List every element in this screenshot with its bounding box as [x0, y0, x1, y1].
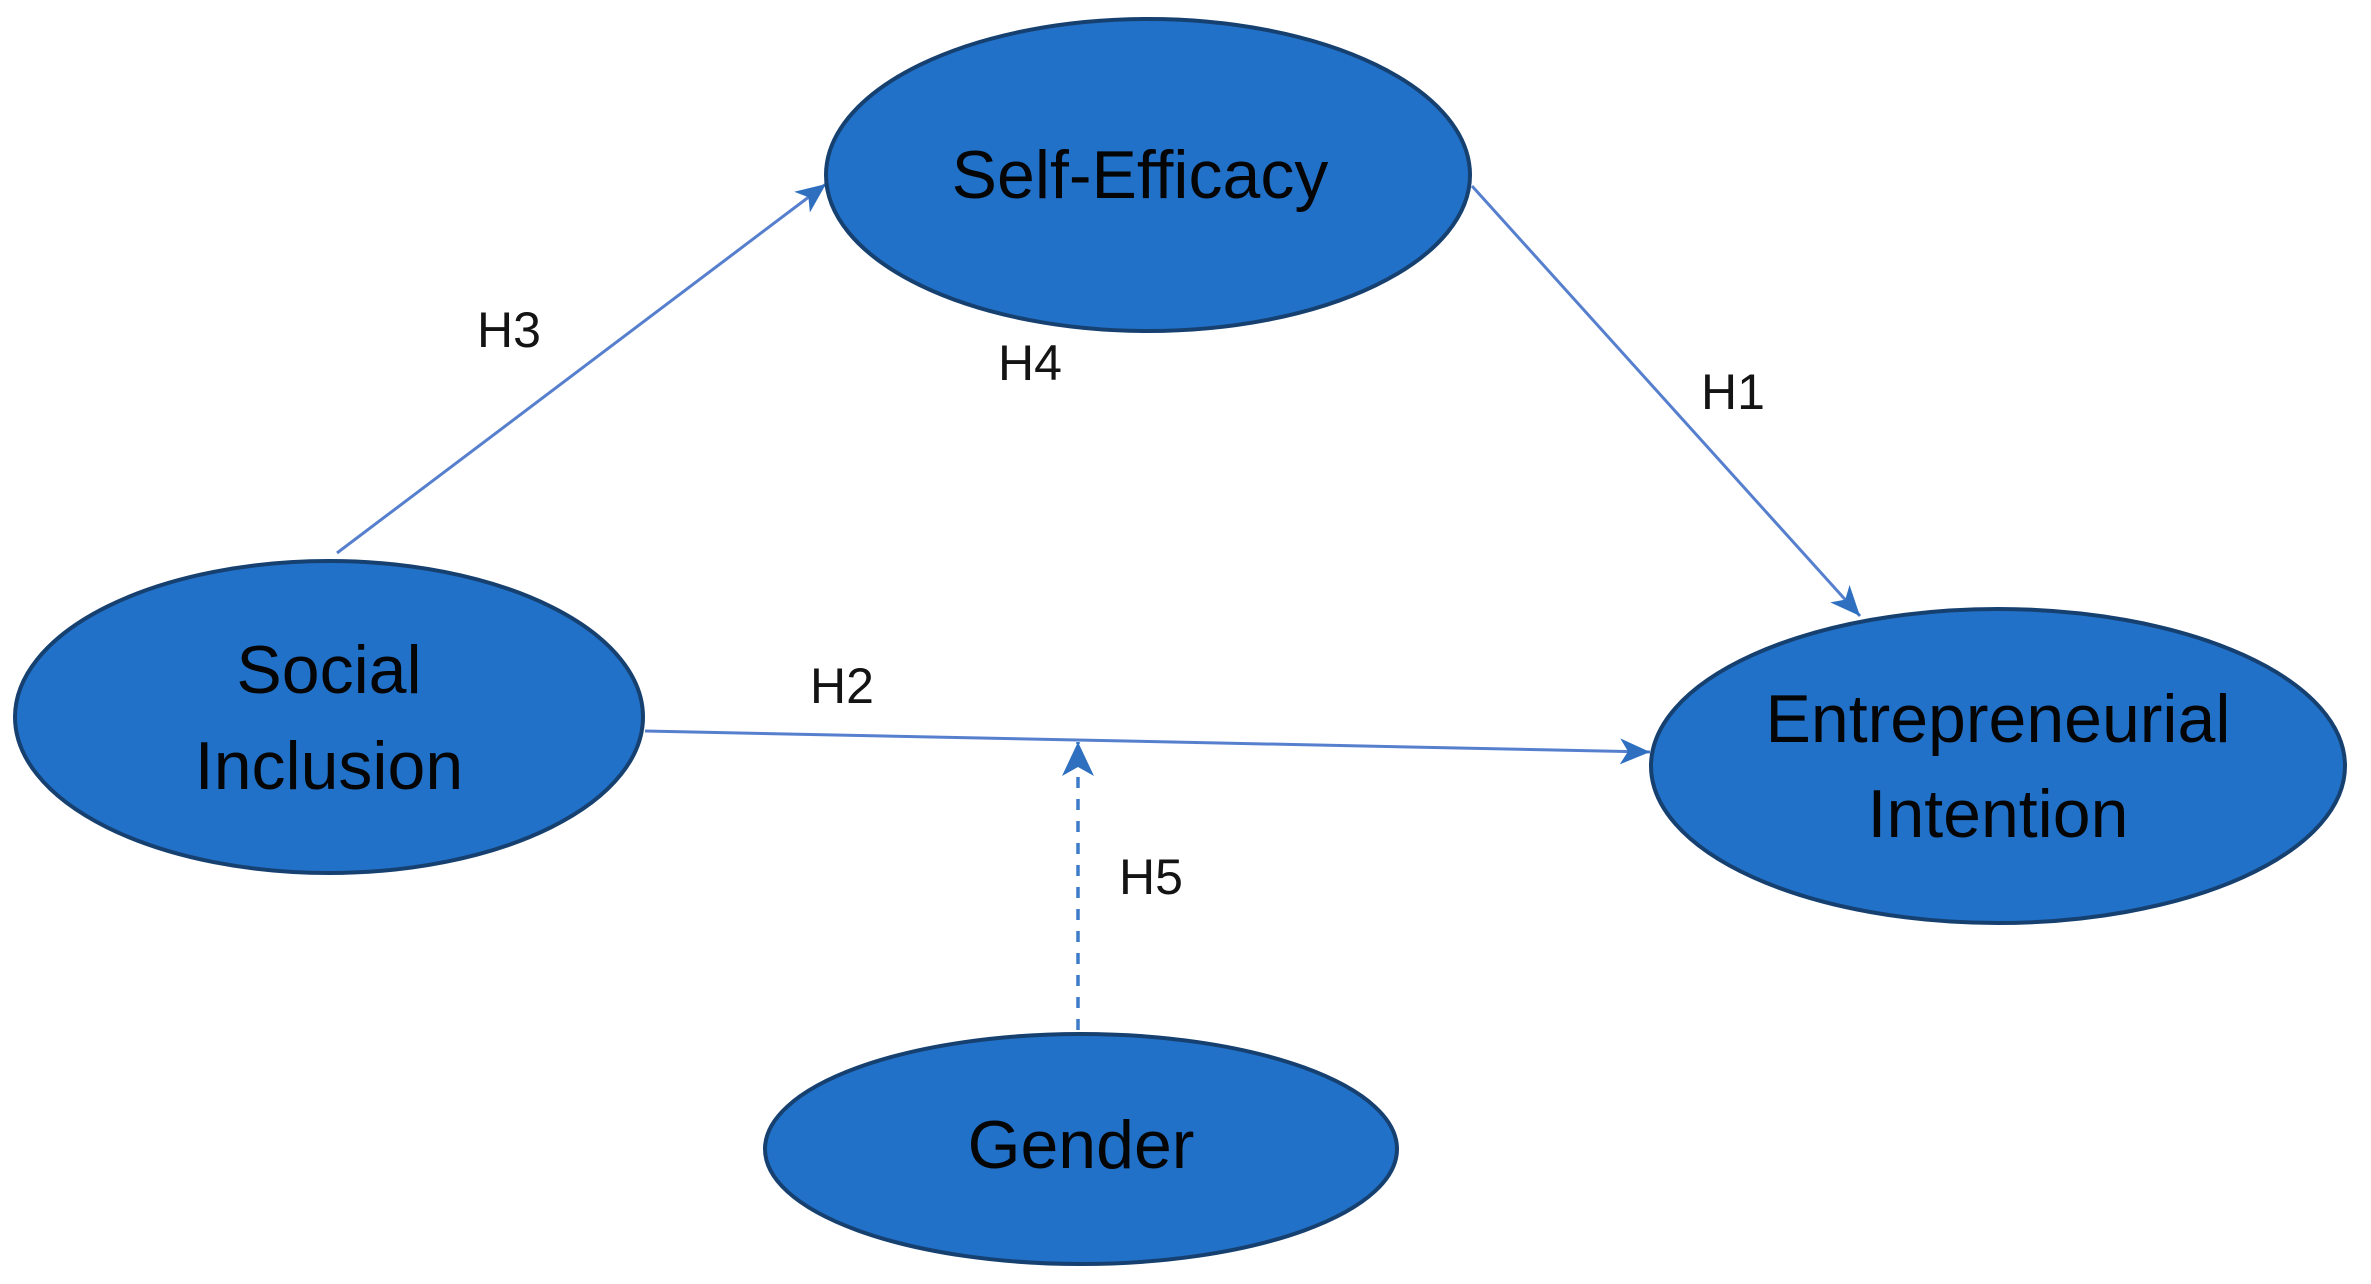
node-ellipse-self-efficacy	[824, 17, 1472, 333]
node-label-self-efficacy: Self-Efficacy	[952, 137, 1329, 213]
label-h4: H4	[998, 335, 1062, 391]
node-social-inclusion: Social Inclusion	[13, 559, 645, 875]
node-ellipse-gender	[763, 1032, 1399, 1266]
label-h5: H5	[1119, 849, 1183, 905]
edge-h1-self-efficacy-to-entrepreneurial-intention	[1470, 184, 1862, 618]
node-gender: Gender	[763, 1032, 1399, 1266]
node-self-efficacy: Self-Efficacy	[824, 17, 1472, 333]
node-label-gender: Gender	[968, 1107, 1195, 1183]
node-ellipse-social-inclusion	[13, 559, 645, 875]
node-label-social-inclusion-line1: Social	[236, 632, 421, 708]
edge-h2-social-inclusion-to-entrepreneurial-intention	[644, 729, 1651, 765]
label-h1: H1	[1701, 364, 1765, 420]
node-label-entrepreneurial-intention-line2: Intention	[1868, 776, 2129, 852]
label-h3: H3	[477, 302, 541, 358]
label-h2: H2	[810, 658, 874, 714]
node-label-social-inclusion-line2: Inclusion	[195, 728, 463, 804]
edge-h3-social-inclusion-to-self-efficacy	[336, 182, 827, 555]
node-entrepreneurial-intention: Entrepreneurial Intention	[1649, 607, 2347, 925]
node-ellipse-entrepreneurial-intention	[1649, 607, 2347, 925]
node-label-entrepreneurial-intention-line1: Entrepreneurial	[1766, 681, 2231, 757]
